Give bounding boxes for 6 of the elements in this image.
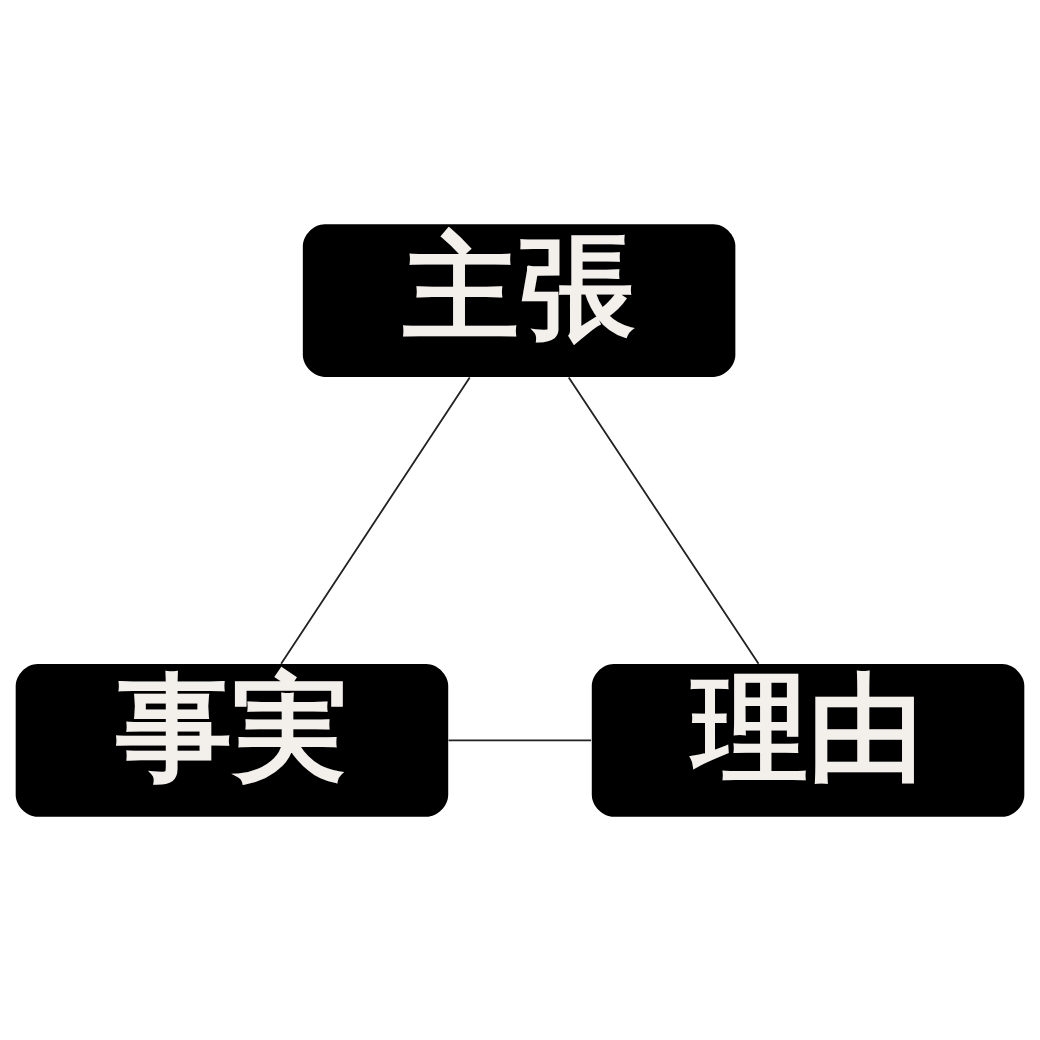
- node-box: 理由: [591, 663, 1025, 817]
- connector: [567, 376, 760, 665]
- connector: [447, 739, 592, 741]
- node-box: 主張: [302, 223, 736, 377]
- connector: [280, 376, 471, 665]
- node-box: 事実: [15, 663, 449, 817]
